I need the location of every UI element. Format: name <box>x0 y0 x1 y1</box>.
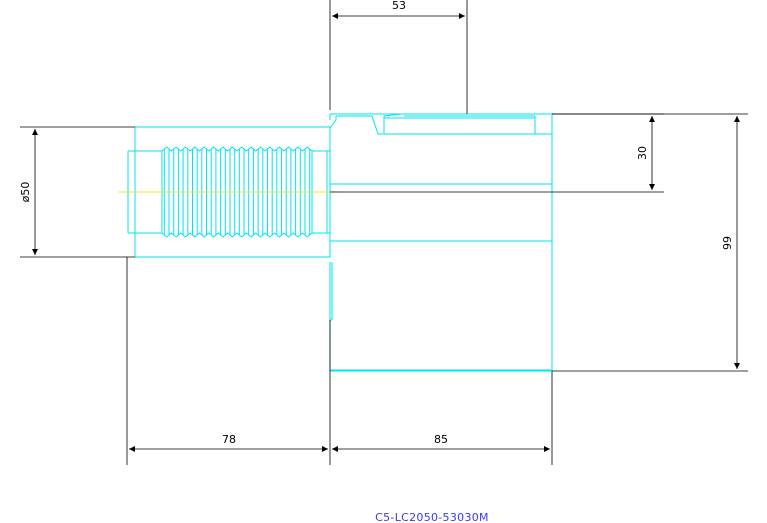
dimension-label-step-height: 30 <box>636 146 649 160</box>
dimension-lines <box>20 0 748 465</box>
dimension-label-total-height: 99 <box>721 236 734 250</box>
dimension-step-height <box>330 113 664 193</box>
dimension-label-shank-diameter: ø50 <box>19 182 32 203</box>
dimension-label-shank-length: 78 <box>222 433 236 446</box>
dimension-shank-diameter <box>20 126 135 258</box>
body-block <box>329 113 553 372</box>
dimension-total-height <box>552 113 748 372</box>
dimension-bottom-lengths <box>126 257 553 465</box>
part-number: C5-LC2050-53030M <box>375 511 489 523</box>
part-outline <box>127 113 553 372</box>
thread-crest-top <box>161 146 313 152</box>
dimension-label-top-width: 53 <box>392 0 406 12</box>
dimension-top-width <box>329 0 468 114</box>
dimension-label-body-length: 85 <box>434 433 448 446</box>
thread-crest-bottom <box>161 232 313 238</box>
